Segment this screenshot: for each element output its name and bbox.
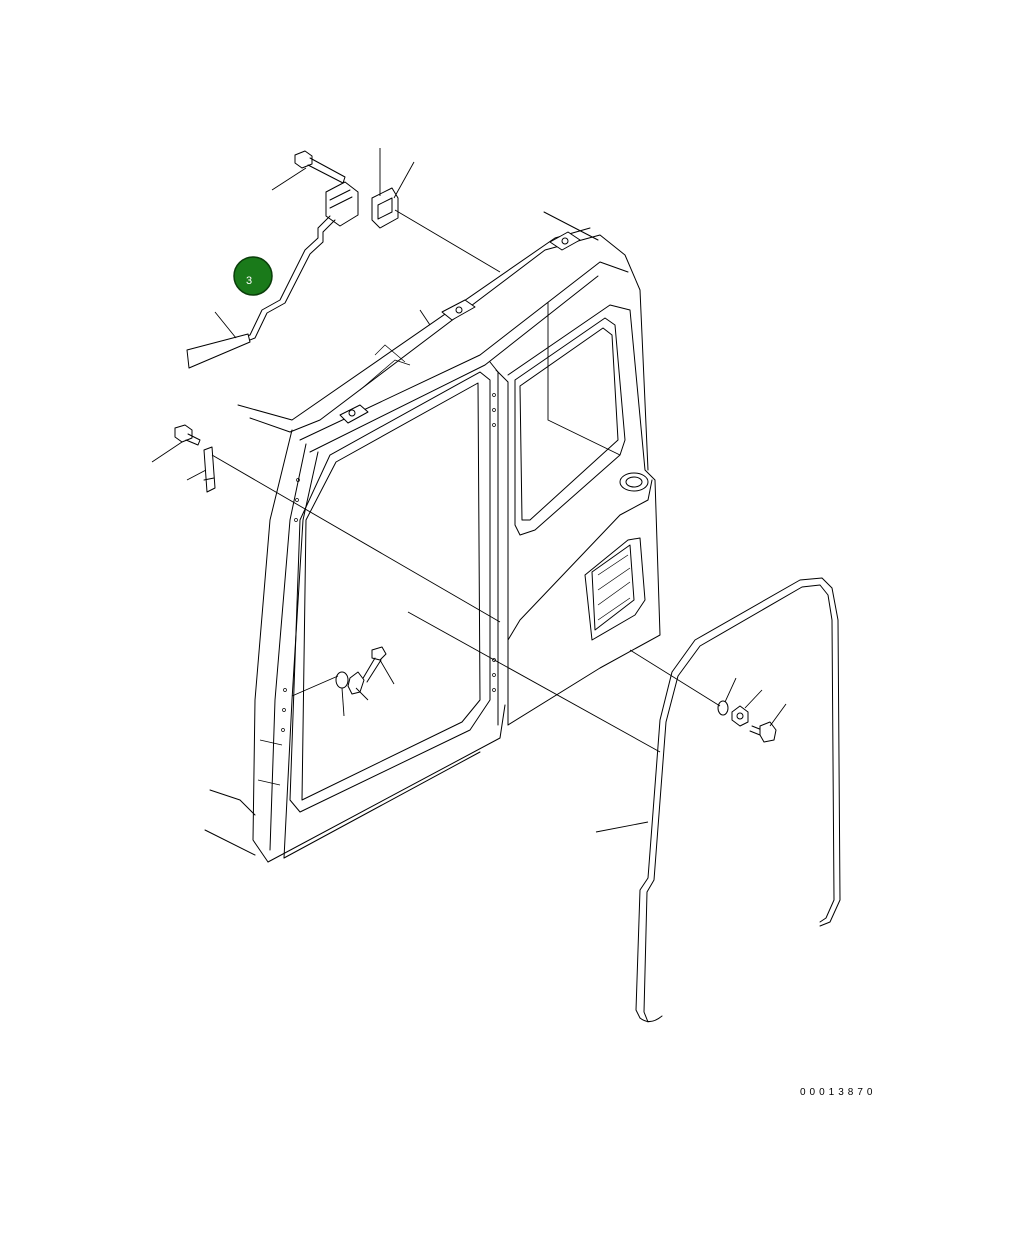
bolt-top — [294, 150, 346, 184]
callout-circle[interactable] — [233, 256, 273, 296]
hinge-bracket-assembly — [325, 181, 399, 229]
door-stay-rod — [186, 215, 336, 369]
washer-middle — [335, 671, 349, 689]
bolt-right — [749, 721, 777, 743]
mounting-plate-left — [203, 446, 216, 493]
leader-lines — [151, 148, 787, 833]
bolt-left — [174, 424, 201, 446]
door-weatherstrip — [635, 577, 841, 1023]
callout-3[interactable]: 3 — [233, 256, 273, 296]
bolt-middle — [361, 646, 387, 683]
nut-middle — [347, 671, 365, 695]
drawing-code: 00013870 — [800, 1087, 877, 1098]
nut-right — [731, 705, 749, 727]
callout-number: 3 — [246, 275, 252, 287]
washer-right — [717, 700, 729, 716]
cab-frame — [204, 211, 661, 863]
